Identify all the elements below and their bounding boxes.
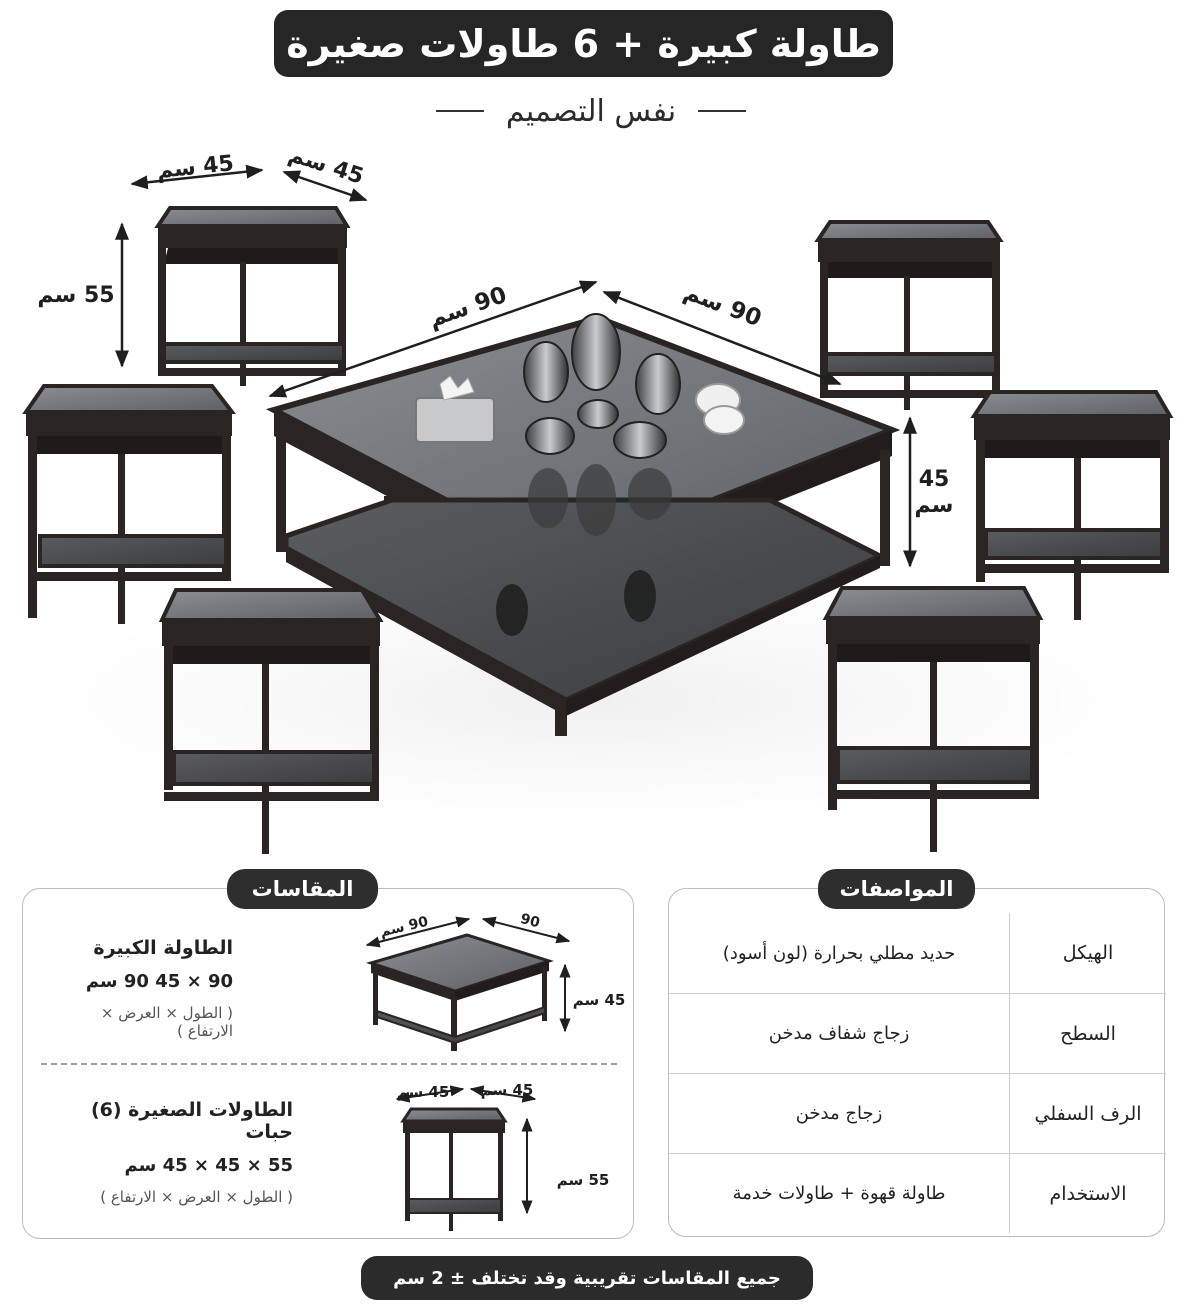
small-table-name: الطاولات الصغيرة (6) حبات [90, 1099, 293, 1143]
spec-key-frame: الهيكل [1009, 913, 1166, 993]
page-subtitle: نفس التصميم [426, 88, 756, 134]
side-table-bottom-right [822, 586, 1044, 852]
large-table-value: 90 × 45 90 سم [85, 971, 233, 992]
large-table-diagram: 90 سم 90 45 سم [365, 911, 626, 1051]
large-width-label: 90 سم [425, 282, 510, 333]
side-table-top-left [154, 206, 351, 386]
side-table-middle-left [22, 384, 237, 624]
small-table-diagram: 45 سم 45 سم 55 سم [395, 1081, 610, 1231]
dimensions-panel: الطاولة الكبيرة 90 × 45 90 سم ( الطول × … [22, 888, 634, 1239]
product-scene: 45 سم 45 سم 55 سم 90 سم 90 سم 45 سم [22, 142, 1174, 854]
specifications-panel: الهيكل حديد مطلي بحرارة (لون أسود) السطح… [668, 888, 1166, 1237]
small-height-label: 55 سم [37, 283, 114, 308]
large-height-unit: سم [915, 493, 954, 518]
subtitle-text: نفس التصميم [505, 93, 677, 129]
side-table-top-right [814, 220, 1004, 410]
spec-key-surface: السطح [1009, 994, 1166, 1073]
small-table-dimensions: الطاولات الصغيرة (6) حبات 55 × 45 × 45 س… [43, 1099, 293, 1206]
dimensions-separator [41, 1063, 617, 1065]
specifications-panel-title: المواصفات [818, 869, 975, 909]
small-table-note: ( الطول × العرض × الارتفاع ) [100, 1188, 293, 1206]
small-diagram-height: 55 سم [557, 1171, 610, 1189]
spec-key-shelf: الرف السفلي [1009, 1074, 1166, 1153]
dimensions-panel-title: المقاسات [227, 869, 378, 909]
footer-note: جميع المقاسات تقريبية وقد تختلف ± 2 سم [361, 1256, 813, 1300]
spec-value-shelf: زجاج مدخن [795, 1103, 883, 1124]
page-title: طاولة كبيرة + 6 طاولات صغيرة [274, 10, 893, 77]
large-table-dimensions: الطاولة الكبيرة 90 × 45 90 سم ( الطول × … [53, 937, 233, 1040]
large-diagram-height: 45 سم [573, 991, 626, 1009]
subtitle-rule-left [435, 110, 484, 112]
spec-value-usage: طاولة قهوة + طاولات خدمة [732, 1183, 946, 1204]
large-table-name: الطاولة الكبيرة [93, 937, 233, 959]
dimension-arrows [115, 164, 917, 568]
small-depth-label: 45 سم [285, 142, 366, 190]
spec-key-usage: الاستخدام [1009, 1154, 1166, 1233]
small-diagram-depth: 45 سم [481, 1081, 534, 1099]
large-height-value: 45 [919, 467, 950, 492]
spec-value-frame: حديد مطلي بحرارة (لون أسود) [722, 942, 956, 964]
spec-row: الاستخدام طاولة قهوة + طاولات خدمة [669, 1153, 1166, 1233]
small-table-value: 55 × 45 × 45 سم [124, 1155, 293, 1176]
spec-row: الرف السفلي زجاج مدخن [669, 1073, 1166, 1153]
spec-row: السطح زجاج شفاف مدخن [669, 993, 1166, 1073]
large-table-note: ( الطول × العرض × الارتفاع ) [100, 1004, 233, 1040]
small-width-label: 45 سم [156, 151, 235, 184]
large-diagram-depth: 90 [519, 911, 542, 932]
subtitle-rule-right [698, 110, 747, 112]
large-depth-label: 90 سم [680, 279, 765, 332]
specifications-table: الهيكل حديد مطلي بحرارة (لون أسود) السطح… [669, 913, 1166, 1233]
spec-value-surface: زجاج شفاف مدخن [768, 1023, 910, 1044]
spec-row: الهيكل حديد مطلي بحرارة (لون أسود) [669, 913, 1166, 993]
side-table-middle-right [970, 390, 1174, 620]
small-diagram-width: 45 سم [397, 1083, 450, 1101]
side-table-bottom-left [158, 588, 384, 854]
